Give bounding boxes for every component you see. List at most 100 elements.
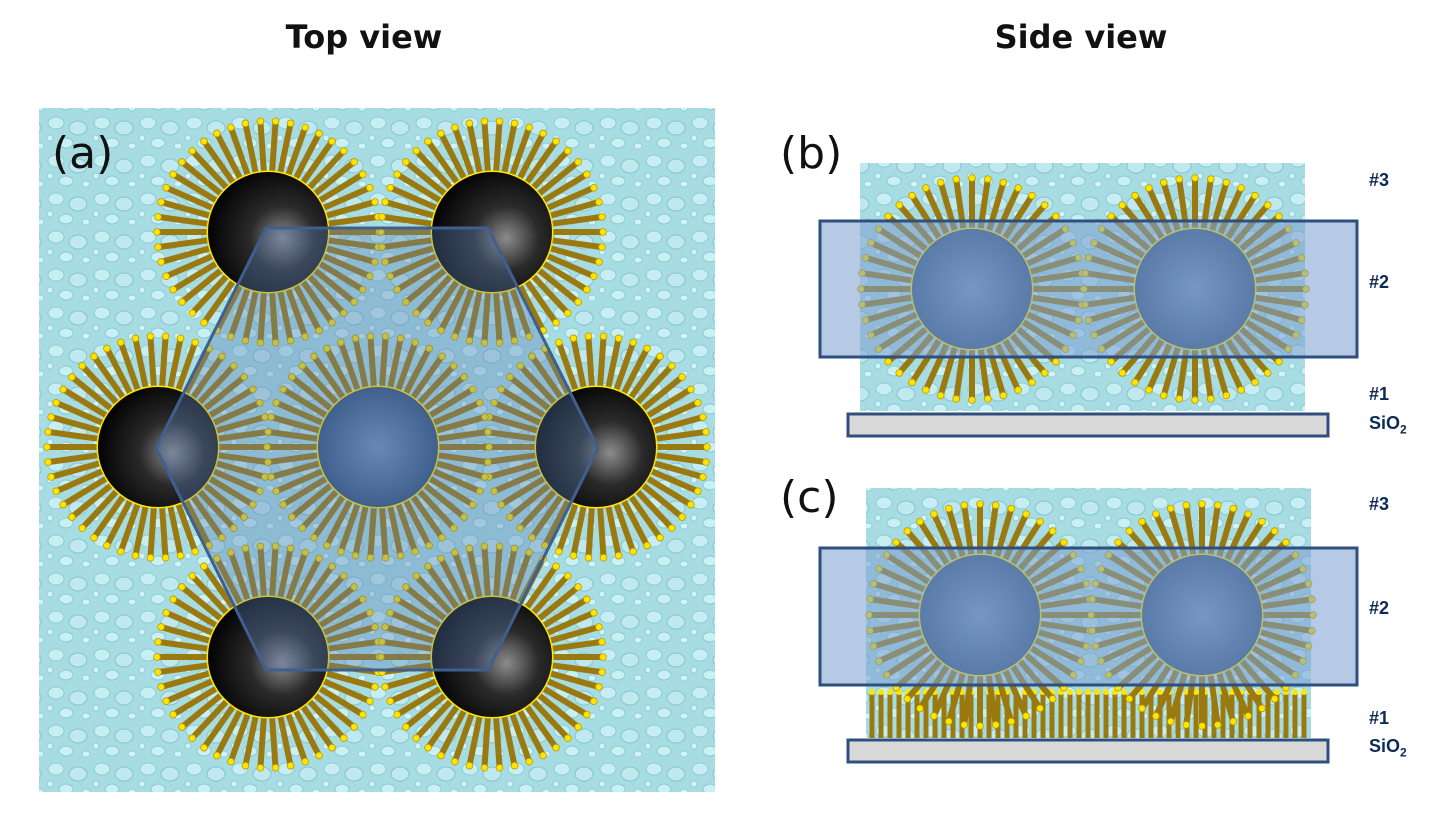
ligand-head	[916, 517, 924, 526]
ligand-head	[1182, 721, 1191, 729]
ligand-chain	[414, 698, 454, 741]
ligand-chain	[493, 716, 503, 768]
ligand-chain	[214, 460, 266, 480]
ligand-head	[1206, 175, 1215, 183]
ligand-head	[563, 734, 572, 742]
ligand-chain	[434, 460, 486, 480]
panel-c-label: (c)	[780, 472, 839, 523]
ligand-chain	[501, 547, 518, 599]
ligand-chain	[384, 624, 436, 644]
ligand-head	[157, 623, 165, 631]
ligand-chain	[190, 573, 230, 616]
ligand-head	[286, 761, 295, 770]
ligand-chain	[388, 678, 439, 704]
ligand-chain	[501, 122, 518, 174]
ligand-head	[480, 338, 489, 347]
ligand-head	[449, 524, 458, 532]
ligand-chain	[597, 336, 607, 388]
ligand-head	[506, 373, 514, 381]
ligand-chain	[311, 354, 346, 400]
ligand-head	[438, 533, 446, 542]
ligand-head	[47, 473, 55, 481]
ligand-chain	[488, 414, 540, 434]
ligand-chain	[466, 715, 483, 767]
ligand-head	[1198, 722, 1206, 730]
ligand-head	[599, 653, 607, 661]
panel-b-substrate-label: SiO2	[1369, 413, 1407, 437]
ligand-head	[315, 129, 323, 138]
ligand-head	[465, 336, 474, 345]
ligand-head	[359, 285, 367, 294]
ligand-chain	[327, 638, 379, 652]
ligand-head	[1237, 184, 1245, 192]
ligand-head	[574, 298, 582, 306]
ligand-head	[667, 524, 676, 532]
ligand-chain	[159, 506, 169, 558]
ligand-head	[301, 123, 309, 132]
ligand-head	[256, 338, 265, 347]
ligand-chain	[317, 685, 365, 718]
ligand-chain	[645, 475, 693, 508]
ligand-head	[599, 553, 608, 562]
ligand-chain	[414, 148, 454, 191]
ligand-head	[895, 369, 904, 377]
ligand-chain	[285, 712, 308, 763]
ligand-chain	[381, 638, 433, 652]
ligand-head	[381, 332, 390, 341]
ligand-head	[694, 487, 702, 496]
ligand-chain	[338, 341, 361, 392]
ligand-head	[495, 542, 504, 551]
ligand-chain	[649, 400, 700, 426]
ligand-chain	[585, 336, 595, 388]
ligand-chain	[508, 374, 552, 412]
ligand-chain	[605, 505, 622, 557]
ligand-chain	[438, 708, 468, 757]
ligand-chain	[300, 279, 335, 325]
ligand-head	[1256, 689, 1262, 695]
ligand-head	[495, 763, 504, 772]
ligand-chain	[182, 498, 212, 547]
ligand-chain	[613, 502, 636, 553]
ligand-chain	[269, 716, 279, 768]
ligand-chain	[327, 213, 379, 227]
ligand-chain	[452, 126, 475, 177]
ligand-head	[999, 391, 1008, 400]
ligand-head	[1076, 689, 1082, 695]
ligand-head	[983, 175, 992, 183]
ligand-head	[968, 174, 976, 182]
ligand-chain	[556, 341, 579, 392]
ligand-head	[328, 137, 336, 146]
ligand-chain	[217, 428, 269, 442]
ligand-head	[678, 513, 686, 521]
ligand-head	[1014, 386, 1022, 394]
ligand-head	[315, 554, 323, 563]
ligand-chain	[292, 708, 322, 757]
ligand-head	[936, 178, 945, 187]
ligand-chain	[384, 199, 436, 219]
ligand-chain	[493, 291, 503, 343]
ligand-chain	[367, 336, 377, 388]
ligand-head	[1085, 689, 1091, 695]
ligand-head	[52, 398, 60, 407]
ligand-head	[583, 595, 591, 604]
ligand-head	[1159, 178, 1168, 187]
ligand-head	[656, 352, 664, 361]
ligand-head	[460, 513, 468, 521]
ligand-head	[241, 336, 250, 345]
ligand-head	[437, 326, 445, 335]
ligand-chain	[492, 468, 543, 494]
ligand-chain	[274, 468, 325, 494]
ligand-head	[525, 548, 533, 557]
ligand-chain	[201, 564, 236, 610]
ligand-head	[162, 608, 170, 617]
ligand-head	[1036, 704, 1044, 713]
ligand-head	[256, 487, 264, 496]
panel-a-label: (a)	[52, 128, 114, 179]
ligand-head	[614, 551, 623, 560]
ligand-head	[895, 201, 904, 209]
ligand-head	[1175, 395, 1184, 403]
ligand-head	[178, 158, 186, 166]
ligand-head	[960, 721, 969, 729]
ligand-chain	[277, 547, 294, 599]
ligand-head	[131, 334, 140, 343]
